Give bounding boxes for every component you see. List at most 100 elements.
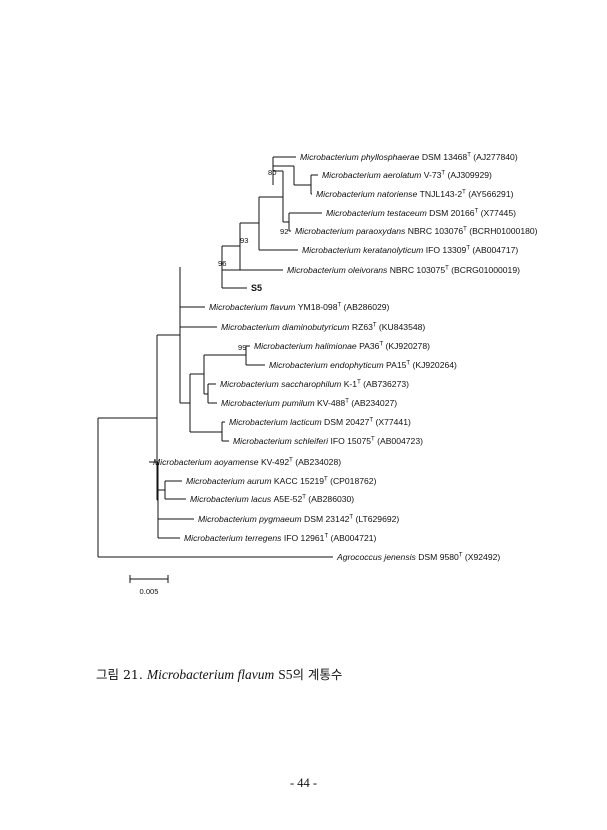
taxon-strain: YM18-098 [298, 302, 338, 312]
taxon-accession: (X92492) [463, 552, 501, 562]
taxon-label: Microbacterium paraoxydans NBRC 103076T … [295, 226, 538, 236]
taxon-strain: S5 [251, 283, 262, 293]
taxon-species: Microbacterium oleivorans [287, 265, 390, 275]
figure-caption: 그림 21. Microbacterium flavum S5의 계통수 [96, 664, 342, 683]
taxon-strain: RZ63 [352, 322, 373, 332]
taxon-label: Microbacterium diaminobutyricum RZ63T (K… [221, 322, 425, 332]
taxon-species: Microbacterium saccharophilum [220, 379, 344, 389]
taxon-labels: Microbacterium phyllosphaerae DSM 13468T… [153, 152, 538, 562]
taxon-species: Microbacterium lacticum [229, 417, 324, 427]
taxon-strain: KV-488 [317, 398, 345, 408]
type-strain-marker: T [462, 190, 466, 196]
taxon-species: Microbacterium pygmaeum [198, 514, 304, 524]
type-strain-marker: T [357, 380, 361, 386]
taxon-label: Microbacterium aerolatum V-73T (AJ309929… [322, 170, 492, 180]
type-strain-marker: T [369, 418, 373, 424]
taxon-accession: (AB004717) [470, 245, 518, 255]
taxon-accession: (LT629692) [353, 514, 399, 524]
taxon-accession: (KU843548) [377, 322, 426, 332]
taxon-accession: (BCRH01000180) [467, 226, 538, 236]
taxon-strain: DSM 20166 [429, 208, 475, 218]
taxon-species: Microbacterium diaminobutyricum [221, 322, 352, 332]
taxon-species: Microbacterium halimionae [254, 341, 359, 351]
taxon-strain: KV-492 [261, 457, 289, 467]
bootstrap-value: 93 [240, 236, 248, 245]
type-strain-marker: T [466, 246, 470, 252]
taxon-label: Microbacterium halimionae PA36T (KJ92027… [254, 341, 430, 351]
type-strain-marker: T [324, 534, 328, 540]
taxon-label: Microbacterium aoyamense KV-492T (AB2340… [153, 457, 341, 467]
taxon-label: Microbacterium pygmaeum DSM 23142T (LT62… [198, 514, 399, 524]
bootstrap-value: 80 [268, 168, 276, 177]
type-strain-marker: T [475, 209, 479, 215]
taxon-strain: PA15 [386, 360, 407, 370]
type-strain-marker: T [379, 342, 383, 348]
taxon-accession: (KJ920264) [410, 360, 457, 370]
scale-bar-label: 0.005 [139, 587, 158, 596]
taxon-strain: DSM 23142 [304, 514, 350, 524]
type-strain-marker: T [445, 266, 449, 272]
phylogenetic-tree: Microbacterium phyllosphaerae DSM 13468T… [97, 152, 538, 596]
taxon-strain: K-1 [344, 379, 358, 389]
taxon-species: Agrococcus jenensis [336, 552, 418, 562]
taxon-accession: (AB234027) [349, 398, 397, 408]
type-strain-marker: T [406, 361, 410, 367]
taxon-label: Microbacterium oleivorans NBRC 103075T (… [287, 265, 520, 275]
type-strain-marker: T [463, 227, 467, 233]
taxon-species: Microbacterium aurum [186, 476, 274, 486]
taxon-label: Microbacterium schleiferi IFO 15075T (AB… [233, 436, 423, 446]
taxon-strain: PA36 [359, 341, 380, 351]
taxon-label: Microbacterium aurum KACC 15219T (CP0187… [186, 476, 377, 486]
taxon-label: Microbacterium testaceum DSM 20166T (X77… [326, 208, 516, 218]
taxon-species: Microbacterium pumilum [221, 398, 317, 408]
type-strain-marker: T [459, 553, 463, 559]
taxon-strain: NBRC 103075 [390, 265, 446, 275]
taxon-label: Microbacterium flavum YM18-098T (AB28602… [209, 302, 390, 312]
taxon-species: Microbacterium flavum [209, 302, 298, 312]
bootstrap-value: 92 [280, 227, 288, 236]
taxon-strain: IFO 12961 [284, 533, 325, 543]
taxon-label: Microbacterium natoriense TNJL143-2T (AY… [316, 189, 514, 199]
type-strain-marker: T [324, 477, 328, 483]
taxon-strain: DSM 13468 [422, 152, 468, 162]
type-strain-marker: T [371, 437, 375, 443]
taxon-strain: A5E-52 [274, 494, 303, 504]
scale-bar: 0.005 [129, 575, 169, 596]
taxon-accession: (X77441) [373, 417, 411, 427]
taxon-accession: (AJ309929) [445, 170, 492, 180]
type-strain-marker: T [441, 171, 445, 177]
taxon-label: S5 [251, 283, 262, 293]
taxon-strain: DSM 20427 [324, 417, 370, 427]
taxon-species: Microbacterium keratanolyticum [302, 245, 426, 255]
type-strain-marker: T [349, 515, 353, 521]
taxon-accession: (AB286029) [341, 302, 389, 312]
taxon-label: Microbacterium pumilum KV-488T (AB234027… [221, 398, 397, 408]
tree-branches [97, 156, 333, 558]
taxon-label: Microbacterium saccharophilum K-1T (AB73… [220, 379, 409, 389]
caption-prefix: 그림 21. [96, 667, 143, 682]
bootstrap-value: 99 [238, 343, 246, 352]
taxon-label: Microbacterium lacus A5E-52T (AB286030) [190, 494, 354, 504]
taxon-label: Microbacterium lacticum DSM 20427T (X774… [229, 417, 411, 427]
taxon-accession: (AB736273) [361, 379, 409, 389]
taxon-species: Microbacterium testaceum [326, 208, 429, 218]
taxon-strain: TNJL143-2 [420, 189, 463, 199]
caption-strain: S5 [278, 667, 293, 682]
taxon-species: Microbacterium aoyamense [153, 457, 261, 467]
taxon-species: Microbacterium schleiferi [233, 436, 330, 446]
caption-suffix: 의 계통수 [292, 667, 343, 682]
taxon-accession: (AB286030) [306, 494, 354, 504]
type-strain-marker: T [345, 399, 349, 405]
page-number: - 44 - [289, 776, 318, 790]
taxon-species: Microbacterium lacus [190, 494, 274, 504]
taxon-accession: (AB004723) [375, 436, 423, 446]
taxon-strain: V-73 [424, 170, 442, 180]
taxon-accession: (KJ920278) [383, 341, 430, 351]
type-strain-marker: T [302, 495, 306, 501]
caption-species: Microbacterium flavum [146, 667, 275, 682]
taxon-strain: DSM 9580 [418, 552, 459, 562]
taxon-accession: (X77445) [478, 208, 516, 218]
taxon-label: Agrococcus jenensis DSM 9580T (X92492) [336, 552, 500, 562]
type-strain-marker: T [289, 458, 293, 464]
